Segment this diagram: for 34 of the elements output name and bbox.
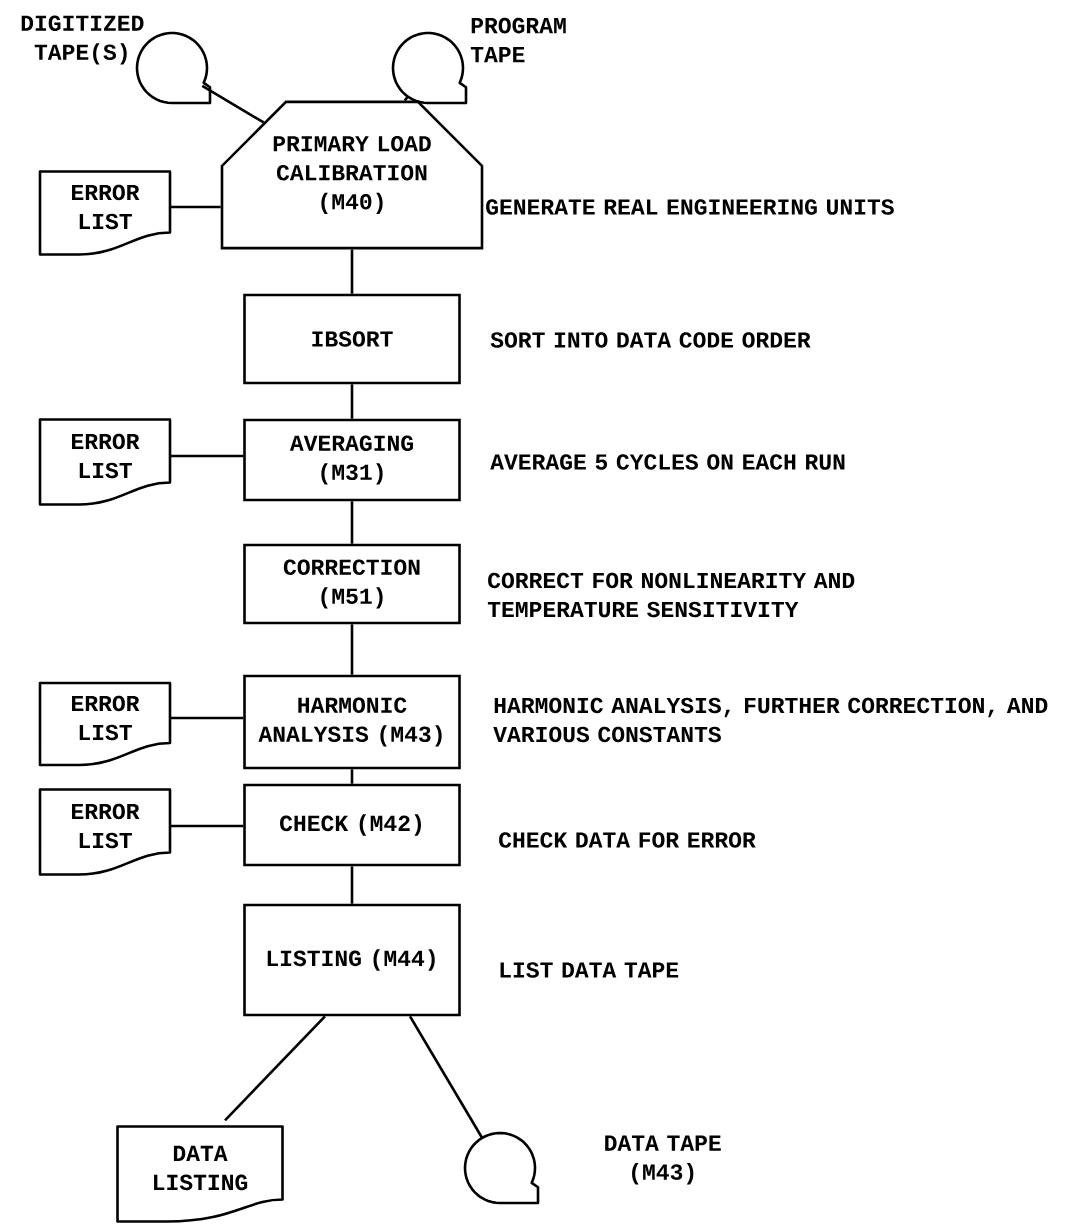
connector-line [350,249,354,294]
connector-line [170,454,244,458]
connector-line [408,1015,484,1139]
process-box: HARMONIC ANALYSIS (M43) [243,674,461,770]
tape-symbol [135,31,212,105]
process-box: LISTING (M44) [243,903,461,1017]
connector-line [350,866,354,904]
step-description: GENERATE REAL ENGINEERING UNITS [486,199,894,215]
connector-line [224,1015,326,1122]
tape-symbol [463,1131,540,1205]
step-description: CHECK DATA FOR ERROR [499,832,756,848]
tape-label: DIGITIZED TAPE(S) [21,15,144,65]
connector-line [201,84,265,124]
connector-line [170,716,244,720]
step-description: HARMONIC ANALYSIS, FURTHER CORRECTION, AND VARIOUS CONSTANTS [493,697,1048,743]
connector-line [403,95,409,102]
connector-line [170,205,221,209]
step-description: LIST DATA TAPE [500,962,679,978]
process-box: CHECK (M42) [243,783,461,867]
process-box: CORRECTION (M51) [243,543,461,625]
step-description: AVERAGE 5 CYCLES ON EACH RUN [490,454,845,470]
tape-symbol [391,31,468,105]
connector-line [350,384,354,419]
connector-line [350,769,354,784]
step-description: CORRECT FOR NONLINEARITY AND TEMPERATURE SENSITIVITY [487,572,855,618]
connector-line [170,824,244,828]
step-description: SORT INTO DATA CODE ORDER [490,332,811,348]
process-box: AVERAGING (M31) [243,418,461,502]
connector-line [350,624,354,675]
tape-label: DATA TAPE (M43) [605,1135,721,1185]
tape-label: PROGRAM TAPE [470,17,566,63]
process-box: IBSORT [243,293,461,385]
process-box: PRIMARY LOAD CALIBRATION (M40) [220,100,484,250]
connector-line [350,501,354,544]
